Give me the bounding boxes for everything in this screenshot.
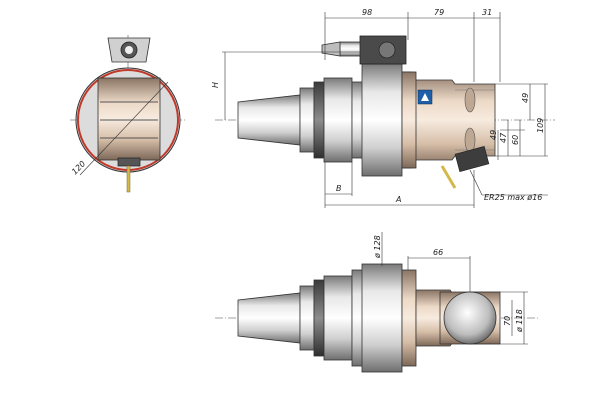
- flange-2: [323, 77, 353, 163]
- er-leader: [469, 169, 483, 196]
- end-view: 120: [70, 35, 185, 193]
- dim-A-label: A: [395, 195, 401, 204]
- dim-98-label: 98: [362, 8, 372, 17]
- taper-shank: [237, 94, 301, 146]
- flange-1: [299, 87, 315, 153]
- main-ring: [361, 63, 403, 177]
- dim-H-label: H: [211, 82, 220, 88]
- bottom-head-ball: [443, 291, 497, 345]
- head-collar: [401, 71, 417, 169]
- dim-70-label: 70: [503, 316, 512, 326]
- dim-120-label: 120: [70, 159, 87, 176]
- dim-31-label: 31: [482, 8, 492, 17]
- flange-groove: [313, 81, 325, 159]
- bottom-taper-shank: [237, 292, 301, 344]
- dim-118-label: ø 118: [515, 309, 524, 333]
- dim-49b-label: 49: [489, 130, 498, 140]
- dim-47-label: 47: [499, 132, 508, 143]
- brand-logo-mark: [421, 93, 429, 101]
- er-label: ER25 max ø16: [484, 193, 542, 202]
- er-nut: [454, 145, 490, 173]
- dim-128-label: ø 128: [373, 235, 382, 259]
- head-recess-2: [464, 127, 476, 153]
- dim-109-label: 109: [536, 118, 545, 133]
- bottom-flange-1: [299, 285, 315, 351]
- top-side-view: 98 79 31 H 49 109 60 47 49 B A ER25 max …: [211, 8, 555, 208]
- coolant-pipe: [126, 165, 131, 193]
- clamp-tip: [321, 41, 341, 57]
- end-view-nozzle: [117, 157, 141, 167]
- bottom-head-collar: [401, 269, 417, 367]
- dim-49a-label: 49: [521, 93, 530, 103]
- bottom-side-view: ø 128 66 ø 118 70: [215, 232, 540, 373]
- dim-120-leader: [79, 81, 169, 176]
- clamp-bore: [378, 41, 396, 59]
- dim-60-label: 60: [511, 135, 520, 145]
- dim-79-label: 79: [434, 8, 444, 17]
- dim-66-label: 66: [433, 248, 443, 257]
- dim-B-label: B: [336, 184, 342, 193]
- bottom-main-ring: [361, 263, 403, 373]
- bottom-flange-groove: [313, 279, 325, 357]
- lug-bore-inner: [125, 46, 133, 54]
- clamp-pin: [339, 41, 361, 57]
- bottom-flange-2: [323, 275, 353, 361]
- head-recess-1: [464, 87, 476, 113]
- end-view-body: [97, 77, 161, 161]
- coolant-tube: [440, 165, 457, 189]
